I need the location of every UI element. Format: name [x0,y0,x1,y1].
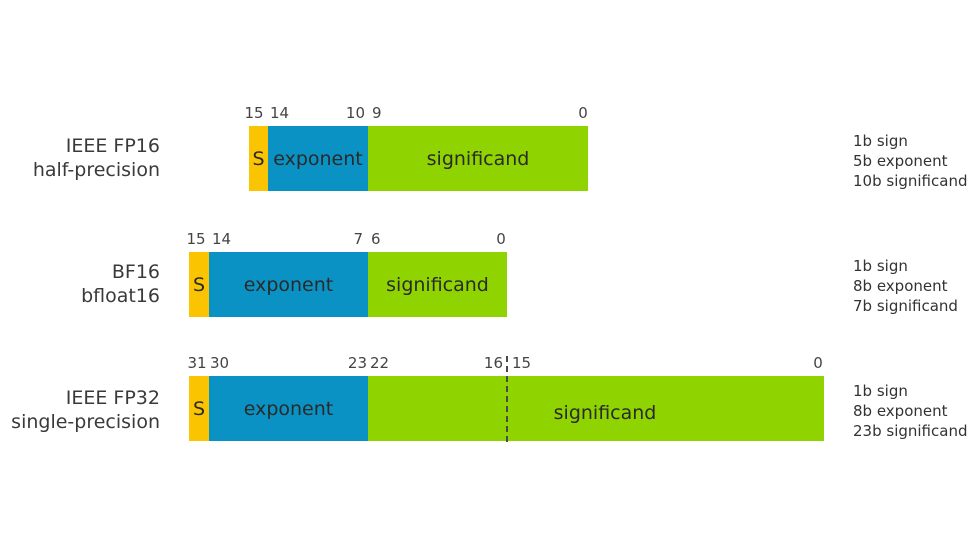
summary-line: 10b significand [853,172,968,190]
summary-line: 8b exponent [853,402,948,420]
bit-index: 15 [512,354,532,372]
exponent-field: exponent [268,126,368,191]
exponent-field: exponent [209,252,368,317]
summary-line: 23b significand [853,422,968,440]
format-summary: 1b sign 8b exponent 7b significand [853,256,958,316]
bit-index: 0 [813,354,823,372]
bit-index: 10 [345,104,365,122]
bit-index: 16 [483,354,503,372]
bit-index: 7 [353,230,363,248]
format-subname: bfloat16 [81,285,160,307]
summary-line: 7b significand [853,297,958,315]
format-name: IEEE FP32 [65,387,160,409]
summary-line: 1b sign [853,257,908,275]
significand-field: significand [368,376,824,441]
summary-line: 5b exponent [853,152,948,170]
bit-index: 15 [244,104,264,122]
summary-line: 1b sign [853,132,908,150]
bit-index: 14 [270,104,290,122]
summary-line: 8b exponent [853,277,948,295]
format-name: IEEE FP16 [65,135,160,157]
format-label: BF16 bfloat16 [0,260,160,308]
bit-index: 14 [212,230,232,248]
format-subname: single-precision [11,411,160,433]
bit-index: 23 [347,354,367,372]
bit-index: 0 [496,230,506,248]
bit-index: 6 [371,230,381,248]
significand-field: significand [368,126,588,191]
bit-index: 15 [186,230,206,248]
format-summary: 1b sign 8b exponent 23b significand [853,381,967,441]
bit-index: 0 [578,104,588,122]
bit-index: 30 [210,354,230,372]
format-name: BF16 [111,261,160,283]
bit-index: 22 [370,354,390,372]
exponent-field: exponent [209,376,368,441]
bit-index: 31 [187,354,207,372]
format-label: IEEE FP32 single-precision [0,386,160,434]
summary-line: 1b sign [853,382,908,400]
bit-index: 9 [372,104,382,122]
format-subname: half-precision [32,159,160,181]
bf16-boundary-dashed-line [506,356,508,442]
significand-field: significand [368,252,507,317]
format-summary: 1b sign 5b exponent 10b significand [853,131,967,191]
format-label: IEEE FP16 half-precision [0,134,160,182]
sign-field: S [189,252,209,317]
sign-field: S [249,126,268,191]
sign-field: S [189,376,209,441]
